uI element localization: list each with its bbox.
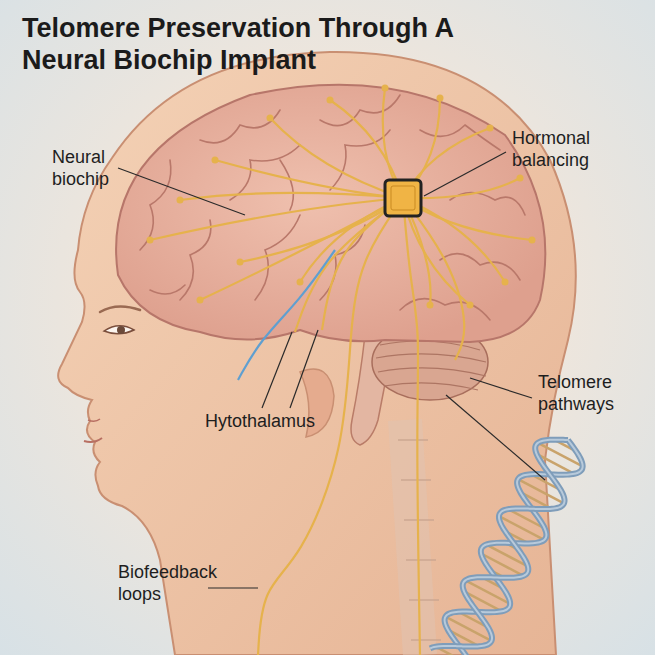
wire-node: [437, 95, 444, 102]
wire-node: [297, 279, 304, 286]
neural-wire: [150, 198, 403, 240]
wire-node: [517, 175, 524, 182]
blue-wire: [238, 250, 335, 380]
neural-wire: [295, 198, 403, 332]
wire-node: [502, 279, 509, 286]
wire-node: [487, 125, 494, 132]
dna-helix: [430, 440, 583, 655]
leader-lines: [118, 152, 545, 588]
part-label: Biofeedback loops: [118, 562, 217, 605]
brain: [116, 85, 545, 445]
neural-wire: [403, 198, 464, 360]
dna-strand-highlight: [430, 440, 568, 649]
neural-wire: [215, 160, 403, 198]
biochip-core: [391, 186, 415, 210]
dna-strand: [430, 440, 568, 649]
biochip: [385, 180, 421, 216]
head: [58, 52, 576, 655]
neural-wire: [322, 198, 403, 330]
part-label: Telomere pathways: [538, 372, 614, 415]
neural-wire: [200, 198, 403, 300]
wire-node: [237, 259, 244, 266]
wire-node: [212, 157, 219, 164]
title: Telomere Preservation Through A Neural B…: [22, 12, 502, 77]
wire-node: [427, 302, 434, 309]
wire-node: [177, 197, 184, 204]
wire-node: [267, 115, 274, 122]
wire-node: [467, 302, 474, 309]
neural-wire: [403, 198, 420, 655]
wire-node: [327, 97, 334, 104]
wire-node: [382, 85, 389, 92]
wire-node: [147, 237, 154, 244]
part-label: Neural biochip: [52, 147, 109, 190]
wire-node: [197, 297, 204, 304]
part-label: Hytothalamus: [205, 411, 315, 433]
part-label: Hormonal balancing: [512, 128, 590, 171]
wire-node: [529, 237, 536, 244]
